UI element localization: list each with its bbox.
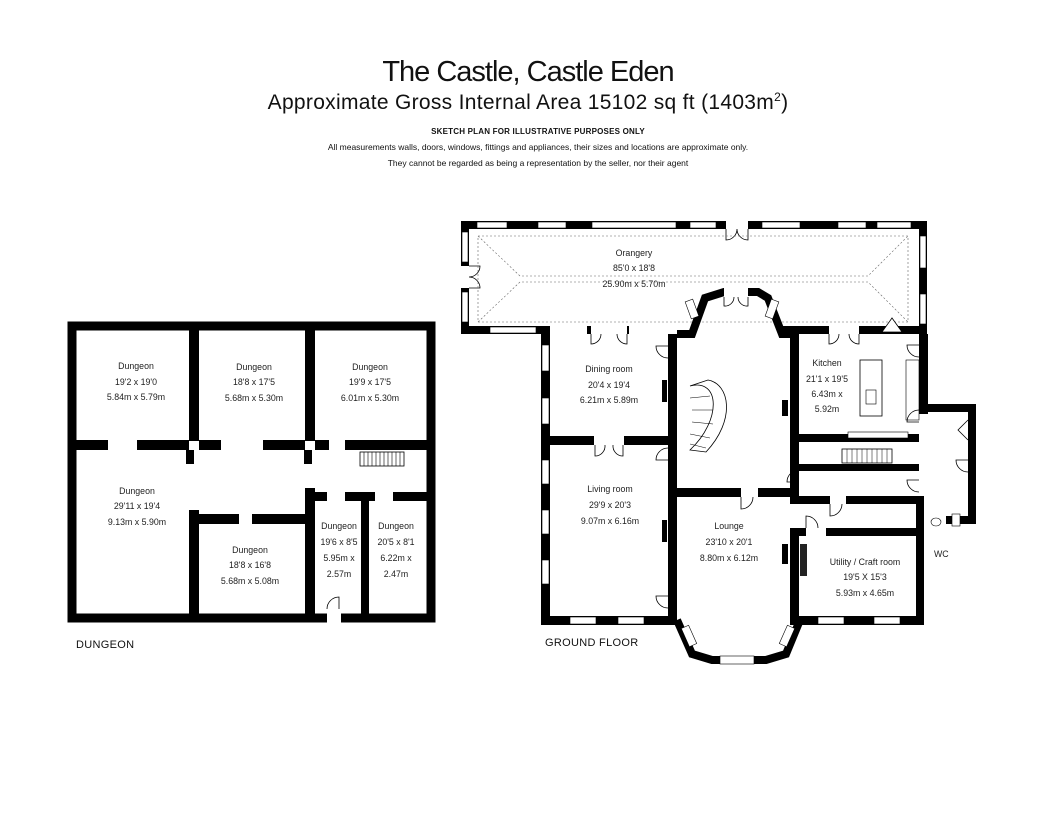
dungeon-staircase [359, 451, 405, 467]
room-metric: 9.07m x 6.16m [581, 516, 639, 526]
room-imperial: 23'10 x 20'1 [706, 537, 753, 547]
room-imperial: 21'1 x 19'5 [806, 374, 848, 384]
room-name: Dungeon [321, 521, 357, 531]
dungeon-wall [305, 488, 315, 618]
room-name: Dungeon [236, 362, 272, 372]
dungeon-wall [345, 440, 431, 450]
room-metric: 5.92m [815, 404, 839, 414]
dungeon-wall [199, 440, 221, 450]
room-imperial: 18'8 x 16'8 [229, 560, 271, 570]
dungeon-wall [315, 440, 329, 450]
dungeon-wall [189, 510, 199, 618]
floor-label-ground: GROUND FLOOR [545, 637, 638, 649]
room-name: Orangery [616, 248, 653, 258]
room-imperial: 19'2 x 19'0 [115, 377, 157, 387]
room-name: Kitchen [812, 358, 841, 368]
room-metric: 6.01m x 5.30m [341, 393, 399, 403]
room-imperial: 18'8 x 17'5 [233, 377, 275, 387]
dungeon-wall [304, 450, 312, 464]
room-imperial: 19'6 x 8'5 [320, 537, 357, 547]
dungeon-door-gap [327, 613, 341, 623]
room-name: Dungeon [232, 545, 268, 555]
room-imperial: 20'5 x 8'1 [377, 537, 414, 547]
dungeon-wall [199, 514, 239, 524]
room-metric: 5.68m x 5.08m [221, 576, 279, 586]
dungeon-wall [315, 492, 327, 501]
ground-floor-walls [541, 288, 976, 665]
dungeon-wall [263, 440, 305, 450]
dungeon-wall [189, 326, 199, 441]
room-imperial: 19'9 x 17'5 [349, 377, 391, 387]
room-metric: 2.57m [327, 569, 351, 579]
room-metric: 5.95m x [323, 553, 355, 563]
room-metric: 5.93m x 4.65m [836, 588, 894, 598]
dungeon-wall [305, 326, 315, 441]
dungeon-wall [345, 492, 375, 501]
room-imperial: 19'5 X 15'3 [843, 572, 887, 582]
room-name: Utility / Craft room [830, 557, 900, 567]
room-name: Dungeon [118, 361, 154, 371]
disclaimer-line-2: They cannot be regarded as being a repre… [387, 158, 689, 168]
room-metric: 5.84m x 5.79m [107, 392, 165, 402]
room-metric: 6.22m x [380, 553, 412, 563]
room-name: Living room [587, 484, 632, 494]
dungeon-wall [361, 501, 369, 618]
ground-floor-plan: Orangery 85'0 x 18'8 25.90m x 5.70m Dini… [460, 220, 976, 665]
area-text: Approximate Gross Internal Area 15102 sq… [267, 91, 775, 114]
dungeon-wall [137, 440, 189, 450]
room-imperial: 29'9 x 20'3 [589, 500, 631, 510]
disclaimer-line-1: All measurements walls, doors, windows, … [327, 142, 749, 152]
room-imperial: 85'0 x 18'8 [613, 263, 655, 273]
room-metric: 6.21m x 5.89m [580, 395, 638, 405]
sketch-notice-heading: SKETCH PLAN FOR ILLUSTRATIVE PURPOSES ON… [431, 127, 645, 136]
room-metric: 9.13m x 5.90m [108, 517, 166, 527]
room-name: Dungeon [378, 521, 414, 531]
room-name: Lounge [714, 521, 743, 531]
room-name: Dungeon [352, 362, 388, 372]
dungeon-plan: Dungeon 19'2 x 19'0 5.84m x 5.79m Dungeo… [67, 321, 436, 651]
room-name: Dining room [585, 364, 632, 374]
room-metric: 25.90m x 5.70m [602, 279, 665, 289]
dungeon-wall [252, 514, 305, 524]
floor-label-dungeon: DUNGEON [76, 639, 134, 651]
gross-internal-area: Approximate Gross Internal Area 15102 sq… [0, 90, 1056, 115]
room-name-wc: WC [934, 549, 949, 559]
area-close: ) [781, 91, 789, 114]
room-metric: 8.80m x 6.12m [700, 553, 758, 563]
dungeon-wall [393, 492, 431, 501]
plan-title: The Castle, Castle Eden [382, 56, 674, 88]
room-metric: 5.68m x 5.30m [225, 393, 283, 403]
room-metric: 2.47m [384, 569, 408, 579]
room-imperial: 20'4 x 19'4 [588, 380, 630, 390]
room-name: Dungeon [119, 486, 155, 496]
dungeon-outer-wall [67, 321, 436, 623]
dungeon-wall [186, 450, 194, 464]
door-swing [326, 596, 340, 610]
room-imperial: 29'11 x 19'4 [114, 501, 160, 511]
room-metric: 6.43m x [811, 389, 843, 399]
area-superscript: 2 [774, 90, 782, 104]
dungeon-wall [72, 440, 108, 450]
